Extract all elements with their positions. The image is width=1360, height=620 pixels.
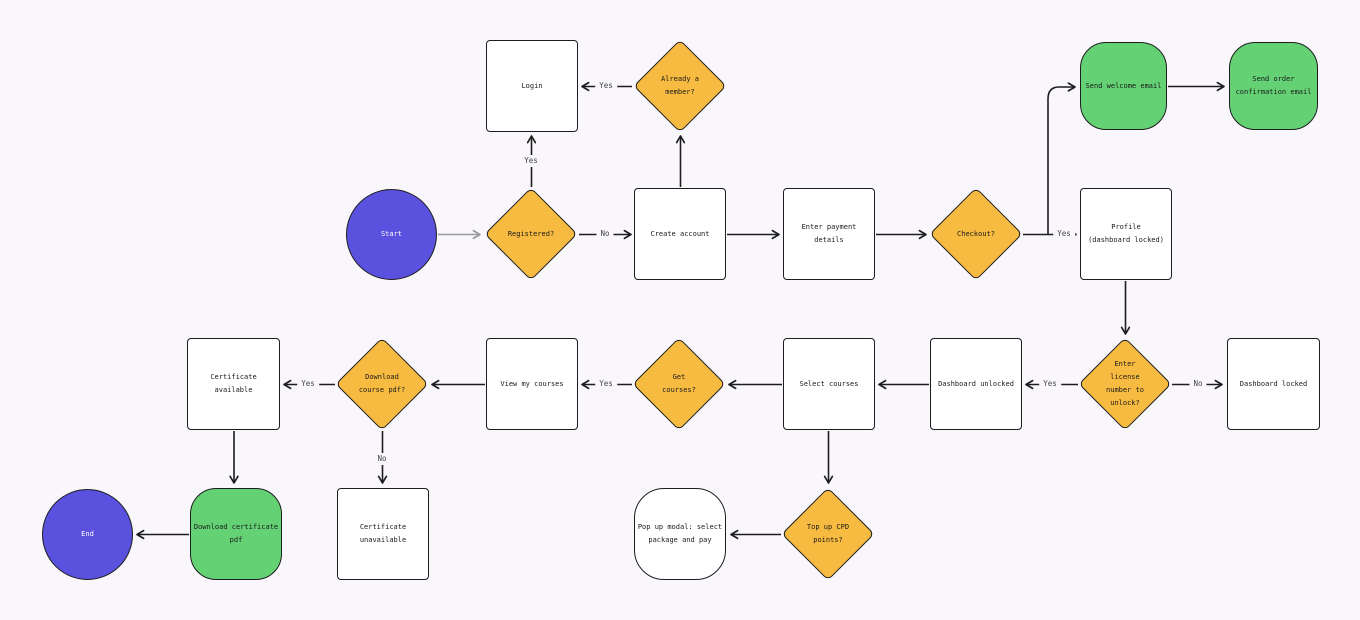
node-end-label: End (81, 530, 94, 538)
node-certificate-available-label: Certificate available (210, 373, 257, 394)
node-send-welcome-email-label: Send welcome email (1085, 81, 1162, 90)
node-create-account-label: Create account (650, 229, 710, 238)
node-send-order-confirmation-label: Send order confirmation email (1235, 75, 1312, 96)
edge-label-get-courses-yes: Yes (595, 378, 617, 390)
node-download-certificate[interactable]: Download certificate pdf (190, 488, 282, 580)
edge-label-registered-no: No (596, 228, 614, 240)
node-start-label: Start (380, 230, 403, 238)
edge-label-registered-yes: Yes (520, 155, 542, 167)
node-dashboard-locked-label: Dashboard locked (1239, 379, 1308, 388)
node-start[interactable]: Start (346, 189, 437, 280)
node-enter-license-label: Enter license number to unlock? (1106, 360, 1144, 407)
node-get-courses[interactable]: Get courses? (632, 337, 726, 431)
connector-checkout-send-welcome (1047, 82, 1076, 234)
node-download-certificate-label: Download certificate pdf (193, 523, 279, 544)
node-enter-payment[interactable]: Enter payment details (783, 188, 875, 280)
node-popup-modal[interactable]: Pop up modal: select package and pay (634, 488, 726, 580)
node-select-courses[interactable]: Select courses (783, 338, 875, 430)
node-view-courses-label: View my courses (500, 379, 564, 388)
node-registered-label: Registered? (507, 229, 555, 238)
node-login[interactable]: Login (486, 40, 578, 132)
node-login-label: Login (521, 81, 543, 90)
node-get-courses-label: Get courses? (662, 373, 696, 394)
node-certificate-unavailable-label: Certificate unavailable (359, 523, 407, 544)
edge-label-checkout-yes: Yes (1053, 228, 1075, 240)
node-already-member[interactable]: Already a member? (633, 39, 727, 133)
edge-label-download-yes: Yes (297, 378, 319, 390)
edge-label-already-member-yes: Yes (595, 80, 617, 92)
node-certificate-unavailable[interactable]: Certificate unavailable (337, 488, 429, 580)
node-select-courses-label: Select courses (799, 379, 859, 388)
node-download-course-pdf-label: Download course pdf? (358, 373, 406, 394)
node-already-member-label: Already a member? (661, 75, 699, 96)
node-profile-label: Profile (dashboard locked) (1088, 223, 1164, 244)
node-create-account[interactable]: Create account (634, 188, 726, 280)
node-dashboard-locked[interactable]: Dashboard locked (1227, 338, 1320, 430)
edge-label-license-no: No (1189, 378, 1207, 390)
node-end[interactable]: End (42, 489, 133, 580)
node-checkout-label: Checkout? (957, 229, 995, 238)
node-registered[interactable]: Registered? (484, 187, 578, 281)
node-dashboard-unlocked-label: Dashboard unlocked (938, 379, 1014, 388)
node-download-course-pdf[interactable]: Download course pdf? (335, 337, 429, 431)
node-enter-license[interactable]: Enter license number to unlock? (1078, 337, 1172, 431)
node-profile[interactable]: Profile (dashboard locked) (1080, 188, 1172, 280)
node-topup-cpd[interactable]: Top up CPD points? (781, 487, 875, 581)
node-send-order-confirmation[interactable]: Send order confirmation email (1229, 42, 1318, 130)
node-topup-cpd-label: Top up CPD points? (806, 523, 850, 544)
node-checkout[interactable]: Checkout? (929, 187, 1023, 281)
node-popup-modal-label: Pop up modal: select package and pay (637, 523, 723, 544)
edge-label-license-yes: Yes (1039, 378, 1061, 390)
edge-label-download-no: No (373, 453, 391, 465)
node-dashboard-unlocked[interactable]: Dashboard unlocked (930, 338, 1022, 430)
node-certificate-available[interactable]: Certificate available (187, 338, 280, 430)
node-enter-payment-label: Enter payment details (801, 223, 857, 244)
node-send-welcome-email[interactable]: Send welcome email (1080, 42, 1167, 130)
node-view-courses[interactable]: View my courses (486, 338, 578, 430)
